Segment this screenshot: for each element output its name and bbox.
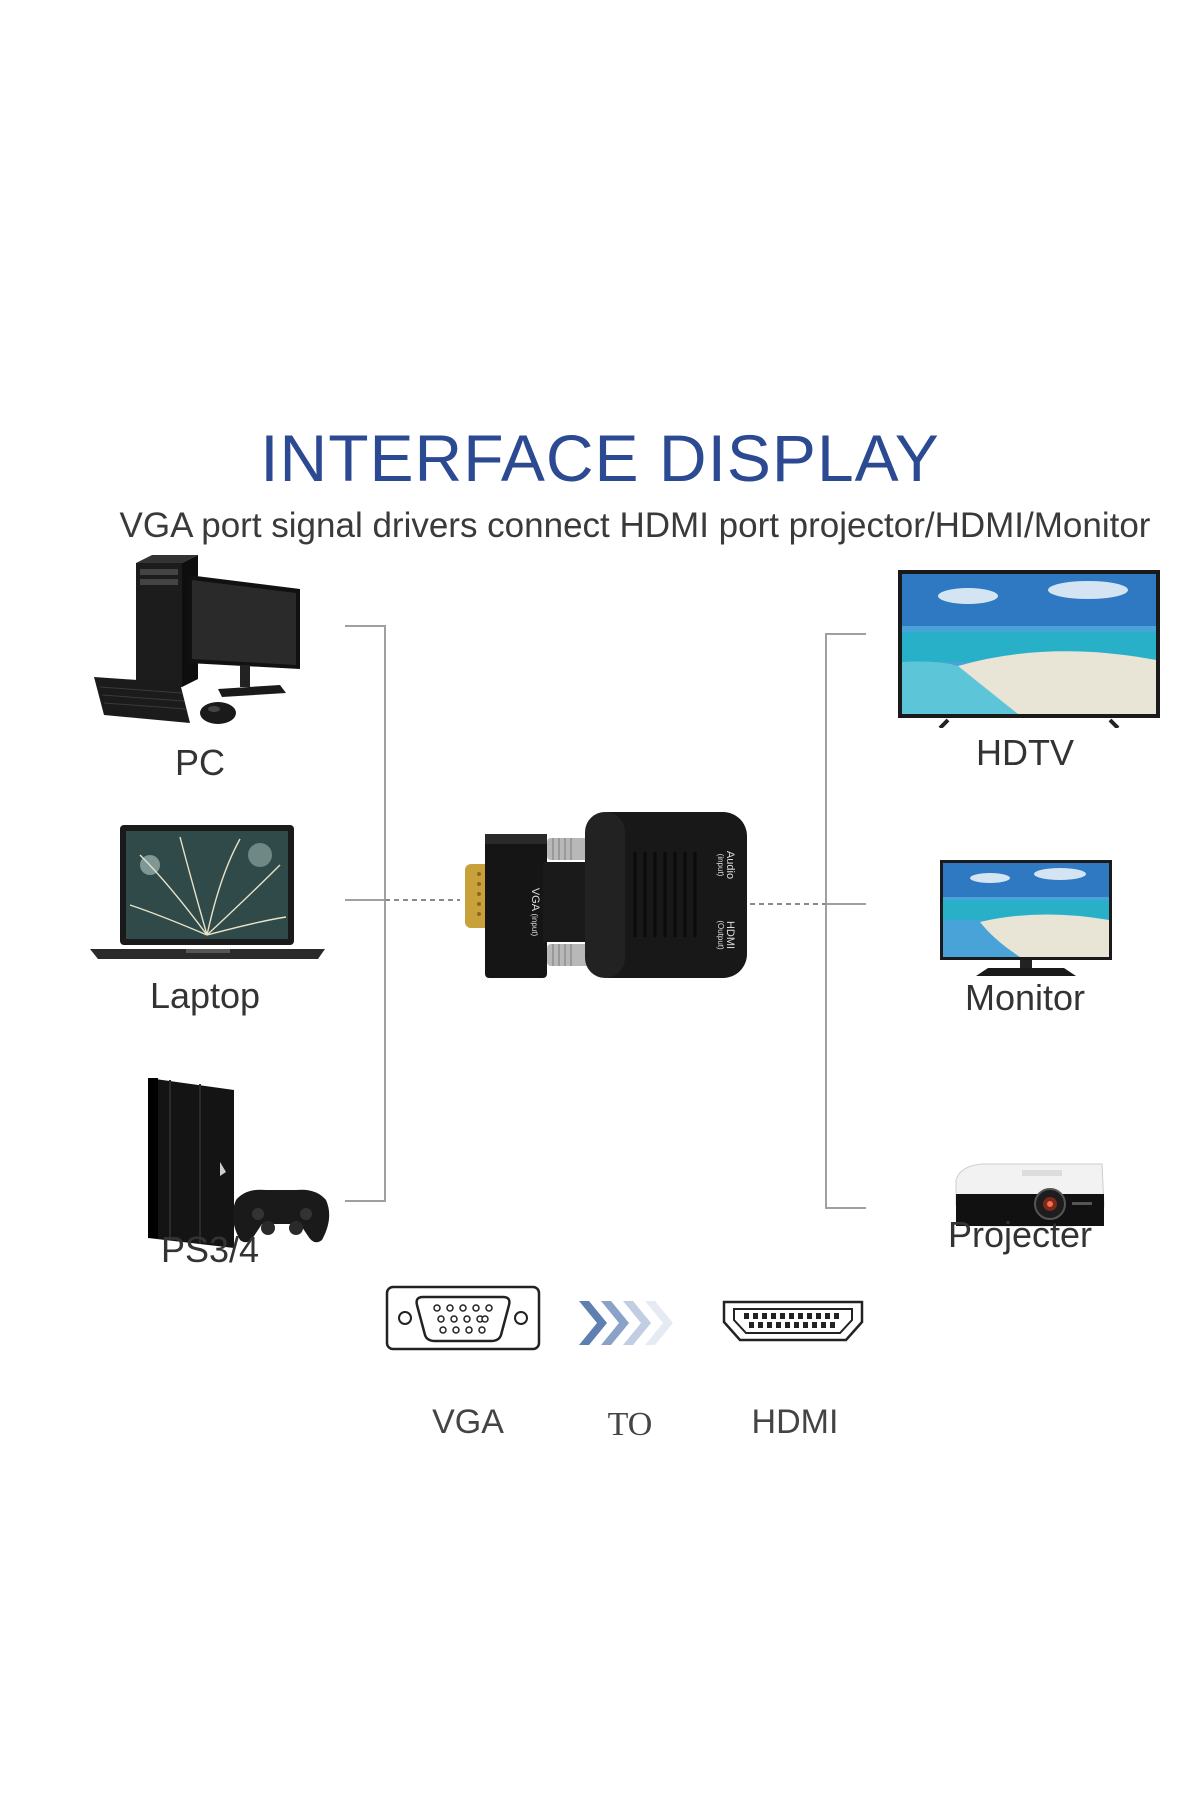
vga-port-sublabel: (input) (530, 913, 539, 937)
right-bracket-line (825, 633, 866, 1209)
source-label-laptop: Laptop (149, 975, 261, 1016)
left-bracket-line (345, 625, 386, 1202)
desktop-pc-icon (90, 555, 310, 735)
vga-port-label: VGA (529, 887, 541, 911)
hdtv-icon (898, 570, 1160, 728)
hdmi-port-label: HDMI (724, 920, 736, 950)
arrow-right-icon (575, 1295, 685, 1351)
vga-port-icon (385, 1285, 541, 1351)
monitor-icon (940, 860, 1112, 978)
page-subtitle: VGA port signal drivers connect HDMI por… (119, 506, 1151, 545)
vga-to-hdmi-adapter: VGA (input) Audio (input) HDMI (Output) (455, 812, 755, 982)
output-label-monitor: Monitor (964, 977, 1086, 1018)
game-console-icon (140, 1078, 330, 1253)
page-title: INTERFACE DISPLAY (260, 421, 940, 495)
audio-port-label: Audio (724, 850, 736, 880)
bottom-label-vga: VGA (432, 1403, 504, 1441)
bottom-label-to: TO (607, 1406, 653, 1443)
audio-port-sublabel: (input) (715, 853, 725, 877)
laptop-icon (90, 825, 325, 970)
bottom-label-hdmi: HDMI (751, 1403, 839, 1441)
output-label-projector: Projecter (947, 1214, 1093, 1255)
source-label-ps: PS3/4 (160, 1229, 260, 1270)
hdmi-port-icon (720, 1296, 866, 1346)
hdmi-port-sublabel: (Output) (715, 920, 725, 950)
output-label-hdtv: HDTV (976, 732, 1074, 773)
projector-icon (952, 1160, 1107, 1230)
source-label-pc: PC (174, 742, 225, 783)
